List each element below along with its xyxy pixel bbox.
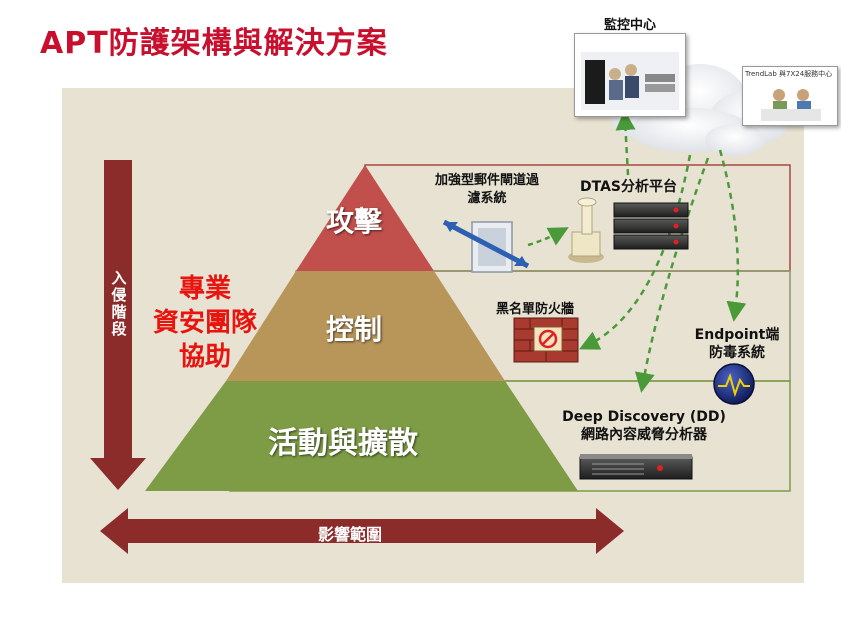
- dtas-label: DTAS分析平台: [580, 179, 678, 195]
- layer-control-label: 控制: [326, 313, 383, 346]
- team-line-2: 資安團隊: [152, 308, 257, 338]
- endpoint-globe-icon: [713, 363, 755, 405]
- vert-char-1: 入: [111, 269, 127, 287]
- mail-gateway-label: 加強型郵件閘道過 濾系統: [402, 172, 572, 208]
- pyramid-activity-layer: [145, 381, 578, 491]
- firewall-icon: [513, 317, 579, 363]
- horizontal-arrow: [100, 508, 624, 554]
- mail-gateway-label-line2: 濾系統: [467, 191, 507, 206]
- dtas-pedestal-icon: [568, 197, 604, 263]
- link-cloud-dd: [634, 157, 710, 393]
- intrusion-stage-label: 入 侵 階 段: [104, 270, 134, 338]
- trendlab-label: TrendLab 與7X24服務中心: [745, 70, 833, 78]
- trendlab-card: TrendLab 與7X24服務中心: [742, 66, 838, 126]
- blacklist-firewall-label: 黑名單防火牆: [496, 302, 575, 317]
- dd-label-line1: Deep Discovery (DD): [562, 409, 726, 425]
- endpoint-label-line1: Endpoint端: [694, 327, 780, 343]
- monitor-center-card: 監控中心: [574, 18, 686, 117]
- dtas-server-icon: [613, 202, 689, 250]
- dd-label: Deep Discovery (DD) 網路內容威脅分析器: [556, 408, 732, 444]
- vert-char-4: 段: [111, 320, 127, 338]
- mail-gateway-icon: [442, 219, 530, 273]
- endpoint-label-line2: 防毒系統: [709, 345, 765, 361]
- vert-char-2: 侵: [111, 286, 127, 304]
- support-team-icon: [761, 89, 821, 121]
- link-dtas-cloud: [615, 110, 636, 176]
- link-cloud-firewall: [579, 154, 692, 350]
- pyramid-control-layer: [226, 271, 505, 381]
- page-title: APT防護架構與解決方案: [40, 26, 388, 61]
- pyramid-attack-layer: [296, 165, 434, 271]
- mail-gateway-label-line1: 加強型郵件閘道過: [434, 173, 539, 188]
- vert-char-3: 階: [111, 303, 127, 321]
- monitor-room-icon: [581, 52, 679, 110]
- link-cloud-endpoint: [718, 149, 747, 322]
- team-line-1: 專業: [178, 274, 231, 304]
- layer-activity-label: 活動與擴散: [268, 426, 418, 461]
- vertical-arrow: [90, 160, 146, 490]
- endpoint-label: Endpoint端 防毒系統: [682, 326, 792, 362]
- impact-scope-label: 影響範圍: [318, 525, 383, 544]
- monitor-center-label: 監控中心: [603, 18, 656, 33]
- security-team-label: 專業 資安團隊 協助: [130, 272, 280, 374]
- dd-label-line2: 網路內容威脅分析器: [581, 427, 707, 443]
- dd-appliance-icon: [579, 454, 693, 480]
- team-line-3: 協助: [178, 342, 231, 372]
- link-gateway-dtas: [527, 227, 569, 247]
- layer-attack-label: 攻擊: [326, 205, 383, 238]
